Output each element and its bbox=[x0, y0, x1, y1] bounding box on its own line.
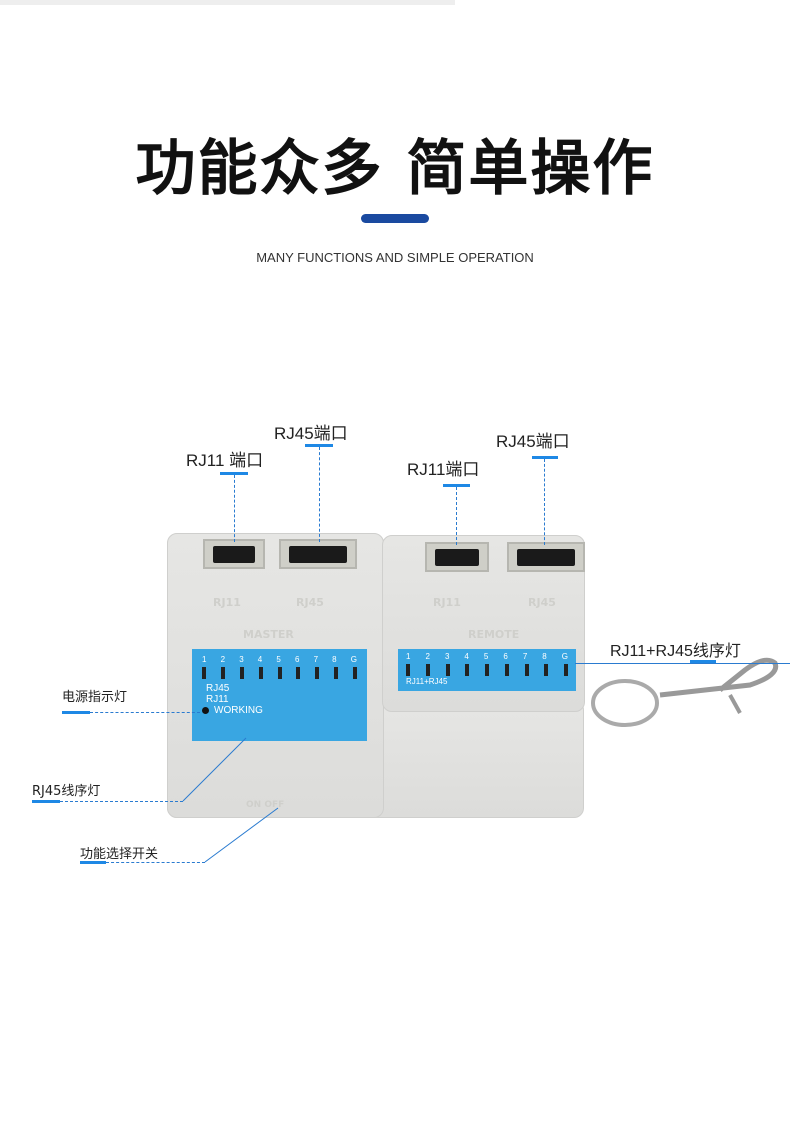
remote-wire-led bbox=[504, 664, 509, 676]
remote-rj11-port bbox=[425, 542, 489, 572]
page-subtitle: MANY FUNCTIONS AND SIMPLE OPERATION bbox=[256, 250, 534, 265]
master-pin-label: 3 bbox=[239, 655, 244, 664]
master-led-panel: 1 2 3 4 5 6 7 8 G RJ45 RJ11 WORKING bbox=[192, 649, 367, 741]
remote-pin-label: 8 bbox=[542, 652, 547, 661]
callout-remote-leds: RJ11+RJ45线序灯 bbox=[610, 643, 741, 660]
keychain-icon bbox=[591, 657, 779, 727]
master-wire-led bbox=[296, 667, 301, 679]
master-pin-label: 5 bbox=[276, 655, 281, 664]
remote-wire-led bbox=[406, 664, 410, 676]
master-port2-label: RJ45 bbox=[296, 596, 324, 609]
master-pin-label: 1 bbox=[202, 655, 207, 664]
master-wire-led bbox=[353, 667, 357, 679]
callout-remote-rj45: RJ45端口 bbox=[496, 432, 570, 451]
underline bbox=[220, 472, 248, 475]
remote-pin-label: 1 bbox=[406, 652, 411, 661]
remote-wire-led bbox=[485, 664, 489, 676]
page-title: 功能众多 简单操作 bbox=[135, 134, 655, 204]
mode-rj11: RJ11 bbox=[206, 694, 229, 705]
master-rj45-port bbox=[279, 539, 357, 569]
mode-rj45: RJ45 bbox=[206, 683, 230, 694]
remote-wire-led bbox=[524, 664, 529, 676]
master-rj11-port bbox=[203, 539, 265, 569]
master-wire-led bbox=[220, 667, 225, 679]
master-port1-label: RJ11 bbox=[213, 596, 241, 609]
callout-master-rj11: RJ11 端口 bbox=[186, 451, 264, 470]
function-switch[interactable]: ON OFF bbox=[246, 800, 285, 810]
remote-port1-label: RJ11 bbox=[433, 596, 461, 609]
master-pin-label: 8 bbox=[332, 655, 337, 664]
leader-line bbox=[544, 459, 545, 545]
remote-pin-label: 2 bbox=[425, 652, 430, 661]
remote-pin-label: G bbox=[561, 652, 568, 661]
remote-wire-led bbox=[445, 664, 450, 676]
power-led bbox=[202, 707, 209, 714]
master-name: MASTER bbox=[243, 628, 294, 641]
remote-pin-label: 6 bbox=[503, 652, 508, 661]
underline bbox=[532, 456, 558, 459]
callout-rj45-leds: RJ45线序灯 bbox=[32, 784, 101, 799]
leader-line bbox=[319, 447, 320, 542]
underline bbox=[690, 660, 716, 663]
remote-name: REMOTE bbox=[468, 628, 520, 641]
remote-pin-label: 7 bbox=[522, 652, 528, 661]
master-pin-label: 6 bbox=[294, 655, 300, 664]
remote-port2-label: RJ45 bbox=[528, 596, 556, 609]
master-wire-led bbox=[258, 667, 263, 679]
remote-rj45-port bbox=[507, 542, 585, 572]
working-label: WORKING bbox=[214, 705, 263, 716]
callout-switch: 功能选择开关 bbox=[80, 847, 159, 862]
leader-line bbox=[575, 663, 790, 664]
underline bbox=[80, 861, 106, 864]
remote-panel-label: RJ11+RJ45 bbox=[406, 677, 448, 686]
underline bbox=[62, 711, 90, 714]
underline bbox=[443, 484, 470, 487]
top-strip bbox=[0, 0, 455, 5]
master-pin-label: G bbox=[350, 655, 357, 664]
remote-wire-led bbox=[465, 664, 470, 676]
title-accent-bar bbox=[361, 214, 429, 223]
remote-pin-label: 3 bbox=[444, 652, 450, 661]
leader-line bbox=[456, 487, 457, 545]
master-pin-label: 7 bbox=[313, 655, 319, 664]
master-pin-label: 4 bbox=[257, 655, 263, 664]
underline bbox=[32, 800, 60, 803]
leader-line bbox=[60, 801, 183, 802]
callout-master-rj45: RJ45端口 bbox=[274, 424, 348, 443]
remote-led-panel: 1 2 3 4 5 6 7 8 G RJ11+RJ45 bbox=[398, 649, 576, 691]
remote-unit: RJ11 RJ45 REMOTE 1 2 3 4 5 6 7 8 G RJ11+RJ45 bbox=[382, 535, 585, 712]
leader-line bbox=[234, 475, 235, 542]
master-wire-led bbox=[239, 667, 244, 679]
callout-remote-rj11: RJ11端口 bbox=[407, 460, 480, 479]
master-wire-led bbox=[315, 667, 320, 679]
leader-line bbox=[90, 712, 200, 713]
callout-power-led: 电源指示灯 bbox=[62, 690, 128, 705]
master-wire-led bbox=[277, 667, 282, 679]
master-wire-led bbox=[334, 667, 339, 679]
remote-pin-label: 5 bbox=[483, 652, 489, 661]
master-pin-label: 2 bbox=[220, 655, 226, 664]
underline bbox=[305, 444, 333, 447]
remote-wire-led bbox=[425, 664, 430, 676]
remote-wire-led bbox=[564, 664, 568, 676]
remote-wire-led bbox=[544, 664, 549, 676]
leader-line bbox=[106, 862, 205, 863]
master-unit: RJ11 RJ45 MASTER 1 2 3 4 5 6 7 8 G RJ45 RJ11 WOR… bbox=[167, 533, 384, 818]
master-wire-led bbox=[202, 667, 206, 679]
remote-pin-label: 4 bbox=[464, 652, 469, 661]
